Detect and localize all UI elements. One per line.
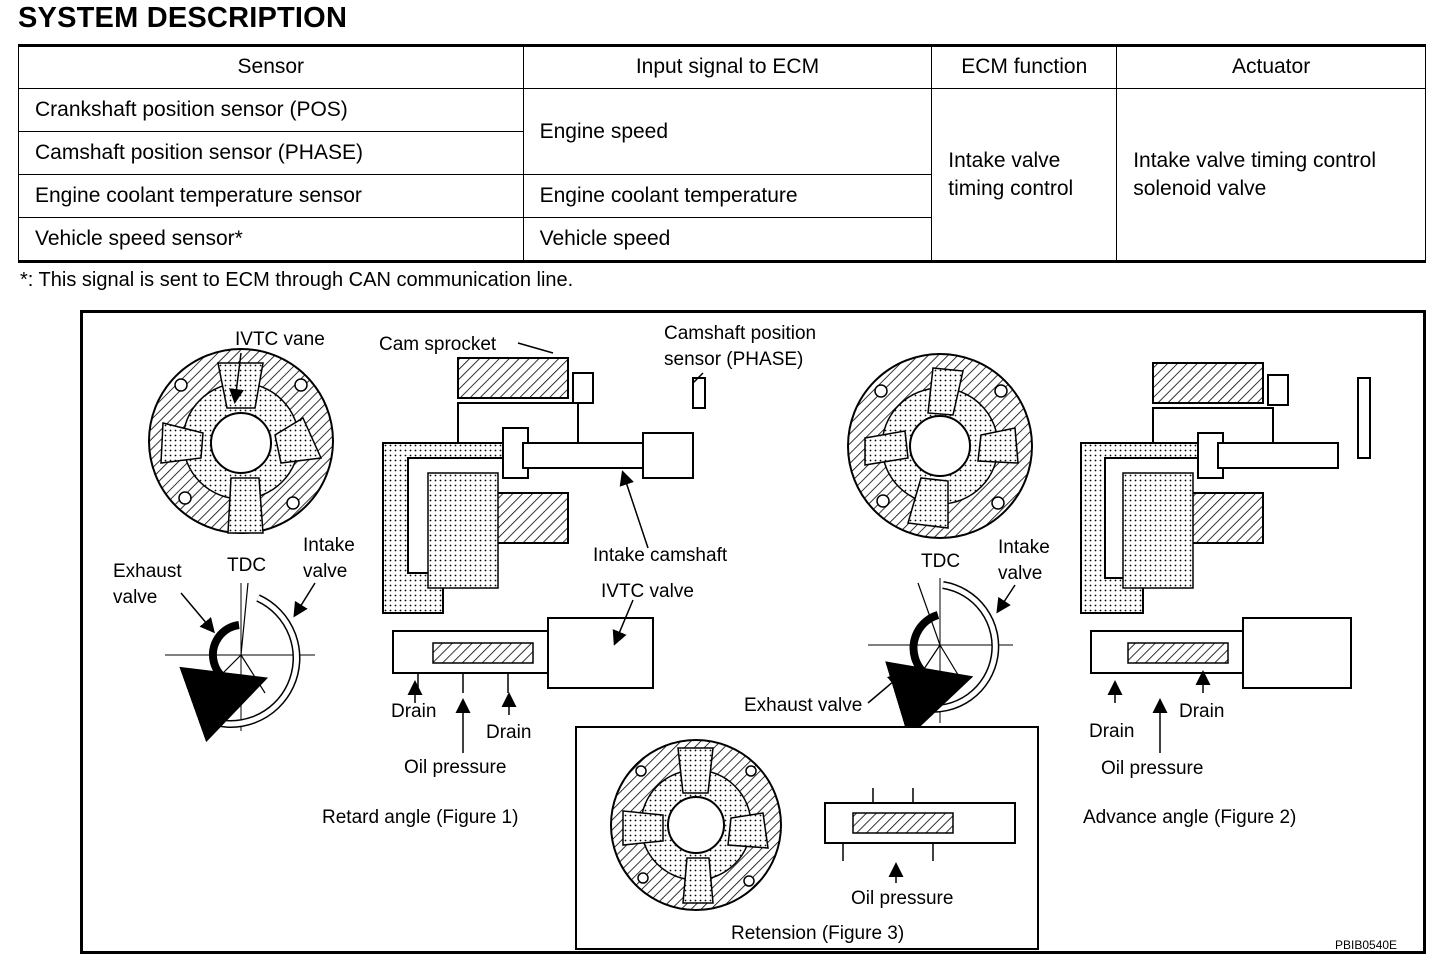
label-oil-pressure-left: Oil pressure — [404, 757, 506, 778]
label-intake-camshaft: Intake camshaft — [593, 545, 728, 566]
table-row: Engine coolant temperature sensor Engine… — [18, 174, 1426, 218]
header-ecm-function: ECM function — [931, 45, 1118, 89]
ecm-function-cell: Intake valve timing control — [931, 88, 1118, 261]
header-sensor: Sensor — [18, 45, 524, 89]
rotor-inset — [610, 739, 782, 911]
leader-line — [517, 342, 554, 354]
caption-retension: Retension (Figure 3) — [731, 923, 904, 944]
header-input-signal: Input signal to ECM — [522, 45, 933, 89]
label-drain-right-2: Drain — [1179, 701, 1224, 722]
label-cam-sprocket: Cam sprocket — [379, 334, 497, 355]
input-cell: Engine speed — [522, 88, 933, 175]
footnote: *: This signal is sent to ECM through CA… — [20, 269, 574, 291]
caption-advance-angle: Advance angle (Figure 2) — [1083, 807, 1296, 828]
table-row: Crankshaft position sensor (POS) Engine … — [18, 88, 1426, 261]
table-header-row: Sensor Input signal to ECM ECM function … — [18, 45, 1426, 89]
label-intake-valve-left: valve — [303, 561, 347, 582]
label-camshaft-position: Camshaft position — [664, 323, 816, 344]
table-top-rule — [18, 44, 1426, 47]
leader-line — [996, 584, 1016, 614]
label-exhaust-valve-left: valve — [113, 587, 157, 608]
label-oil-pressure-right: Oil pressure — [1101, 758, 1203, 779]
actuator-line: solenoid valve — [1133, 176, 1267, 200]
label-intake-valve-right: valve — [998, 563, 1042, 584]
table-bottom-rule — [18, 260, 1426, 263]
timing-dial-left — [165, 582, 315, 743]
label-exhaust-left: Exhaust — [113, 561, 182, 582]
page-title: SYSTEM DESCRIPTION — [18, 2, 348, 34]
sensor-cell: Crankshaft position sensor (POS) — [18, 88, 524, 132]
actuator-line: Intake valve timing control — [1133, 148, 1376, 172]
caption-retard-angle: Retard angle (Figure 1) — [322, 807, 518, 828]
leader-line — [867, 673, 904, 704]
sensor-cell: Vehicle speed sensor* — [18, 217, 524, 261]
rotor-left — [148, 348, 334, 534]
label-ivtc-valve: IVTC valve — [601, 581, 694, 602]
mechanism-right — [1080, 362, 1371, 689]
rotor-right — [847, 353, 1033, 539]
label-intake-right: Intake — [998, 537, 1050, 558]
label-exhaust-valve-right: Exhaust valve — [744, 695, 862, 716]
valve-inset — [824, 788, 1016, 861]
sensor-cell: Camshaft position sensor (PHASE) — [18, 131, 524, 175]
mechanism-left — [382, 357, 706, 693]
leader-line — [293, 582, 316, 618]
ecm-function-line: timing control — [948, 176, 1074, 200]
sensor-cell: Engine coolant temperature sensor — [18, 174, 524, 218]
timing-dial-right — [868, 578, 1013, 738]
leader-line — [619, 470, 649, 549]
label-intake-left: Intake — [303, 535, 355, 556]
ecm-function-line: Intake valve — [948, 148, 1061, 172]
ivtc-diagram: IVTC vane Cam sprocket Camshaft position… — [80, 310, 1426, 954]
leader-line — [692, 372, 704, 384]
input-cell: Vehicle speed — [522, 217, 933, 261]
leader-line — [229, 352, 244, 404]
table-row: Vehicle speed sensor* Vehicle speed — [18, 217, 1426, 261]
label-drain-left-1: Drain — [391, 701, 436, 722]
label-tdc-right: TDC — [921, 551, 960, 572]
leader-line — [180, 592, 215, 634]
label-camshaft-sensor: sensor (PHASE) — [664, 349, 803, 370]
label-drain-right-1: Drain — [1089, 721, 1134, 742]
label-tdc-left: TDC — [227, 555, 266, 576]
table-row: Camshaft position sensor (PHASE) — [18, 131, 1426, 175]
leader-line — [612, 599, 634, 646]
input-cell: Engine coolant temperature — [522, 174, 933, 218]
label-oil-pressure-inset: Oil pressure — [851, 888, 953, 909]
label-ivtc-vane: IVTC vane — [235, 329, 325, 350]
label-drain-left-2: Drain — [486, 722, 531, 743]
header-actuator: Actuator — [1116, 45, 1426, 89]
actuator-cell: Intake valve timing control solenoid val… — [1116, 88, 1426, 261]
figure-code: PBIB0540E — [1335, 938, 1397, 951]
system-table: Sensor Input signal to ECM ECM function … — [18, 45, 1426, 261]
ivtc-diagram-svg: IVTC vane Cam sprocket Camshaft position… — [113, 323, 1397, 952]
